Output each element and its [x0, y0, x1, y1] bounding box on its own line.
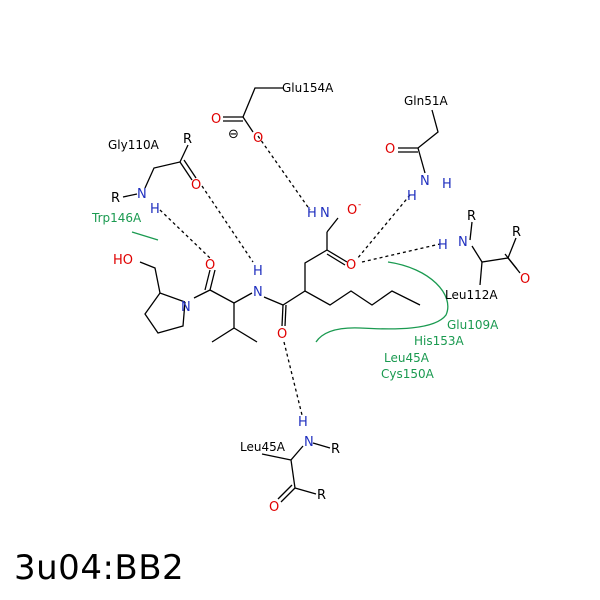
- atom-o: O: [253, 131, 263, 146]
- residue-label-glu154: Glu154A: [282, 81, 334, 95]
- atom-r: R: [512, 225, 521, 240]
- page-title: 3u04:BB2: [14, 548, 185, 588]
- atom-ho: HO: [113, 253, 133, 268]
- atom-o: O: [191, 178, 201, 193]
- atom-n: N: [458, 235, 468, 250]
- atom-n: N: [304, 435, 314, 450]
- atom-o: O: [346, 258, 356, 273]
- atom-h: H: [407, 189, 417, 204]
- hydrogen-bonds: [159, 135, 441, 416]
- atom-o: O: [385, 142, 395, 157]
- atom-h: H: [298, 415, 308, 430]
- residue-label-leu112: Leu112A: [445, 288, 498, 302]
- atom-n: N: [420, 174, 430, 189]
- atom-r: R: [331, 442, 340, 457]
- atom-h: H: [307, 206, 317, 221]
- hydrophobic-label-leu45: Leu45A: [384, 351, 430, 365]
- atom-h: H: [150, 202, 160, 217]
- hydrophobic-label-his153: His153A: [414, 334, 465, 348]
- residue-label-trp146: Trp146A: [91, 211, 142, 225]
- atom-h: H: [442, 177, 452, 192]
- atom-o: O: [520, 272, 530, 287]
- atom-r: R: [111, 191, 120, 206]
- residue-label-gly110: Gly110A: [108, 138, 160, 152]
- atom-r: R: [183, 132, 192, 147]
- atom-n: N: [253, 285, 263, 300]
- residue-label-gln51: Gln51A: [404, 94, 449, 108]
- hydrophobic-arc: [315, 261, 449, 343]
- atom-o: O: [211, 112, 221, 127]
- atom-n: N: [137, 187, 147, 202]
- atom-o: O: [277, 327, 287, 342]
- atom-o: O: [347, 203, 357, 218]
- hydrophobic-label-glu109: Glu109A: [447, 318, 499, 332]
- anion-icon: ⊖: [228, 127, 239, 142]
- hydrophobic-label-cys150: Cys150A: [381, 367, 435, 381]
- atom-n: N: [320, 206, 330, 221]
- charge-minus: -: [358, 200, 361, 210]
- residue-label-leu45: Leu45A: [240, 440, 286, 454]
- atom-labels: O ⊖ O O N H H R O R N H HO O N H N O H N…: [111, 112, 530, 515]
- atom-o: O: [269, 500, 279, 515]
- atom-r: R: [317, 488, 326, 503]
- atom-r: R: [467, 209, 476, 224]
- atom-h: H: [438, 238, 448, 253]
- atom-n: N: [181, 300, 191, 315]
- atom-o: O: [205, 258, 215, 273]
- atom-h: H: [253, 264, 263, 279]
- ligand-bonds: [122, 87, 521, 503]
